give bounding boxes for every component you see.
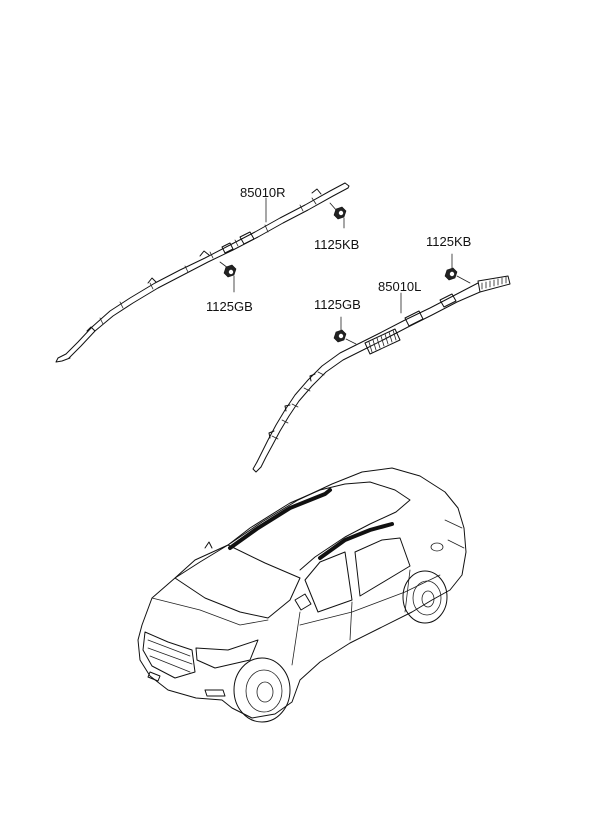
label-1125gb-right: 1125GB xyxy=(206,299,253,314)
car-illustration xyxy=(137,467,467,723)
label-1125gb-left: 1125GB xyxy=(314,297,361,312)
left-curtain-airbag xyxy=(252,275,511,473)
label-85010l: 85010L xyxy=(378,279,421,294)
bolt-1125gb-right-icon xyxy=(219,261,237,293)
label-1125kb-left: 1125KB xyxy=(426,234,471,249)
label-85010r: 85010R xyxy=(240,185,286,200)
bolt-1125kb-right-icon xyxy=(329,202,347,229)
bolt-1125gb-left-icon xyxy=(333,316,357,345)
bolt-1125kb-left-icon xyxy=(444,253,471,284)
label-1125kb-right: 1125KB xyxy=(314,237,359,252)
right-curtain-airbag xyxy=(55,182,350,363)
